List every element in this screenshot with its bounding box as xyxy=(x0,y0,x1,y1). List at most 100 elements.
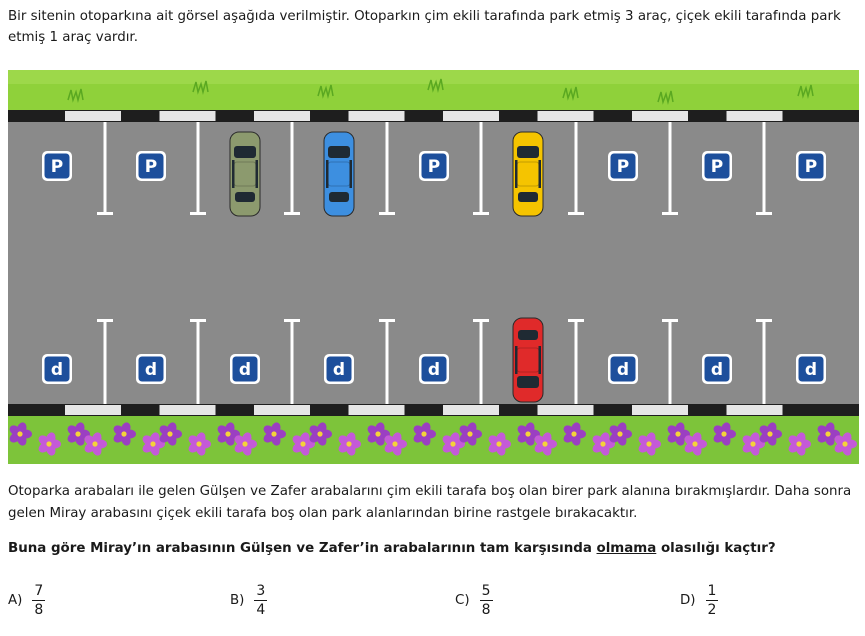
flower-center xyxy=(92,441,98,447)
flower xyxy=(9,422,32,446)
option-b[interactable]: B) 3 4 xyxy=(230,583,268,618)
car-green-side-window xyxy=(255,160,258,188)
flower-center xyxy=(617,431,623,437)
bottom-divider-tee xyxy=(473,319,489,322)
bottom-divider-tee xyxy=(568,319,584,322)
option-b-numerator: 3 xyxy=(254,583,268,601)
disabled-parking-sign: d xyxy=(324,354,354,384)
flower-center xyxy=(600,441,606,447)
flower-petal xyxy=(167,422,177,435)
flower-center xyxy=(392,441,398,447)
option-a[interactable]: A) 7 8 xyxy=(8,583,46,618)
parking-sign-p-plate xyxy=(704,153,730,179)
flower-center xyxy=(375,431,381,437)
flower-petal xyxy=(646,432,656,445)
flower-center xyxy=(692,441,698,447)
question-before: Buna göre Miray’ın arabasının Gülşen ve … xyxy=(8,541,597,556)
flower-center xyxy=(825,431,831,437)
top-divider-tee xyxy=(568,212,584,215)
disabled-parking-sign-plate xyxy=(704,356,730,382)
flower-center xyxy=(542,441,548,447)
disabled-parking-sign-letter: d xyxy=(711,360,723,380)
top-divider xyxy=(762,122,766,214)
curb-segment xyxy=(632,111,688,121)
disabled-parking-sign: d xyxy=(230,354,260,384)
flower xyxy=(488,432,511,456)
flower-petal xyxy=(692,432,702,445)
flower xyxy=(263,422,286,446)
curb-segment xyxy=(65,111,121,121)
flower-bed xyxy=(8,416,859,464)
top-divider-tee xyxy=(473,212,489,215)
flower xyxy=(442,432,465,456)
bottom-divider xyxy=(385,320,389,404)
car-blue xyxy=(323,131,355,217)
car-green-roof xyxy=(233,161,257,187)
bottom-divider-tee xyxy=(662,319,678,322)
flower xyxy=(563,422,586,446)
parking-sign-p-plate xyxy=(421,153,447,179)
flower-petal xyxy=(600,432,610,445)
top-divider-tee xyxy=(662,212,678,215)
flower-center xyxy=(721,431,727,437)
flower-petal xyxy=(525,422,535,435)
flower-petal xyxy=(75,422,85,435)
flower xyxy=(834,432,857,456)
car-yellow-side-window xyxy=(538,160,541,188)
flower xyxy=(234,432,257,456)
car-green-windshield xyxy=(234,146,256,158)
flower-center xyxy=(675,431,681,437)
flower-center xyxy=(225,431,231,437)
flower xyxy=(367,422,390,446)
flower-center xyxy=(271,431,277,437)
car-red-side-window xyxy=(538,346,541,374)
option-a-fraction: 7 8 xyxy=(32,583,46,618)
car-green-rear-window xyxy=(235,192,255,202)
flower-petal xyxy=(46,432,56,445)
flower-center xyxy=(571,431,577,437)
disabled-parking-sign-letter: d xyxy=(805,360,817,380)
flower-petal xyxy=(450,432,460,445)
intro-text: Bir sitenin otoparkına ait görsel aşağıd… xyxy=(8,9,841,45)
disabled-parking-sign-plate xyxy=(798,356,824,382)
option-d[interactable]: D) 1 2 xyxy=(680,583,719,618)
curb-segment xyxy=(159,405,216,415)
parking-sign-p: P xyxy=(608,151,638,181)
flower xyxy=(742,432,765,456)
bottom-divider-tee xyxy=(190,319,206,322)
flower xyxy=(309,422,332,446)
flower-center xyxy=(121,431,127,437)
flower-petal xyxy=(825,422,835,435)
flower xyxy=(413,422,436,446)
flower-center xyxy=(242,441,248,447)
disabled-parking-sign-letter: d xyxy=(333,360,345,380)
flower-center xyxy=(46,441,52,447)
parking-sign-p: P xyxy=(702,151,732,181)
top-divider xyxy=(574,122,578,214)
problem-paragraph: Otoparka arabaları ile gelen Gülşen ve Z… xyxy=(8,484,852,521)
flower xyxy=(713,422,736,446)
disabled-parking-sign-plate xyxy=(326,356,352,382)
flower-center xyxy=(75,431,81,437)
flower-petal xyxy=(92,432,102,445)
bottom-divider-tee xyxy=(284,319,300,322)
grass-tuft xyxy=(317,84,334,99)
flower-petal xyxy=(750,432,760,445)
option-c-fraction: 5 8 xyxy=(479,583,493,618)
flower-center xyxy=(796,441,802,447)
curb-segment xyxy=(159,111,216,121)
question-text: Buna göre Miray’ın arabasının Gülşen ve … xyxy=(8,538,860,560)
parking-sign-p: P xyxy=(136,151,166,181)
flower-petal xyxy=(242,432,252,445)
parking-sign-p-plate xyxy=(138,153,164,179)
flower-petal xyxy=(121,422,131,435)
flower-center xyxy=(467,431,473,437)
grass-highlight xyxy=(8,70,859,84)
grass-tuft xyxy=(562,86,579,101)
bottom-divider xyxy=(103,320,107,404)
flower-center xyxy=(196,441,202,447)
top-divider xyxy=(103,122,107,214)
bottom-divider-tee xyxy=(379,319,395,322)
option-b-denominator: 4 xyxy=(256,602,266,618)
option-c[interactable]: C) 5 8 xyxy=(455,583,493,618)
